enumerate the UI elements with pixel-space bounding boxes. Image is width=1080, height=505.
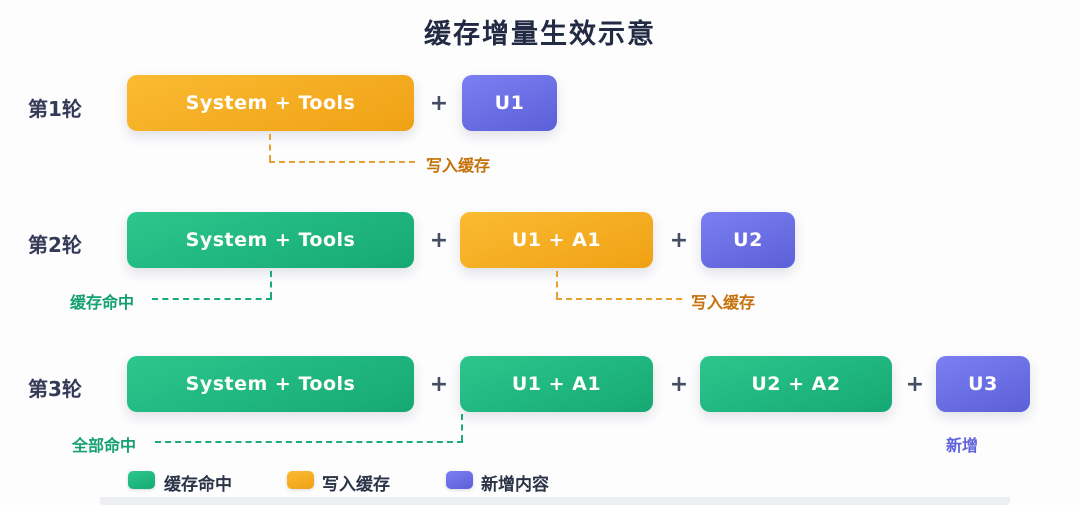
box-text: U3 [968,373,998,395]
row1-write-connector-vertical [269,134,271,161]
row2-write-cache-label: 写入缓存 [691,293,756,312]
row1-write-cache-label: 写入缓存 [426,156,491,175]
diagram-title: 缓存增量生效示意 [424,19,656,50]
row1-write-connector-horizontal [269,161,415,163]
row1-box-system-tools: System + Tools [127,75,414,131]
legend-swatch-cache-hit [128,471,155,489]
plus-sign: + [429,91,449,116]
plus-sign: + [429,228,449,253]
legend-swatch-new-content [446,471,473,489]
box-text: System + Tools [185,92,356,114]
box-text: System + Tools [185,373,356,395]
row3-hit-connector-horizontal [155,441,463,443]
row3-box-system-tools: System + Tools [127,356,414,412]
legend-swatch-cache-write [287,471,314,489]
row2-box-system-tools: System + Tools [127,212,414,268]
box-text: U2 [733,229,763,251]
row2-hit-connector-vertical [270,271,272,298]
row3-box-u3: U3 [936,356,1030,412]
row2-cache-hit-label: 缓存命中 [70,293,135,312]
bottom-edge-strip [100,497,1010,505]
row2-label: 第2轮 [28,233,82,257]
box-text: U1 + A1 [511,373,602,395]
box-text: U1 + A1 [511,229,602,251]
row1-label: 第1轮 [28,97,82,121]
row3-all-hit-label: 全部命中 [72,436,137,455]
legend-label-cache-hit: 缓存命中 [164,475,232,495]
row3-new-label: 新增 [946,436,979,455]
plus-sign: + [905,372,925,397]
box-text: U1 [494,92,525,114]
row2-write-connector-horizontal [556,298,682,300]
plus-sign: + [429,372,449,397]
plus-sign: + [669,228,689,253]
legend-label-cache-write: 写入缓存 [322,475,390,495]
plus-sign: + [669,372,689,397]
row2-hit-connector-horizontal [152,298,272,300]
row1-box-u1: U1 [462,75,557,131]
row2-box-u2: U2 [701,212,795,268]
row3-hit-connector-vertical [461,414,463,441]
legend-label-new-content: 新增内容 [481,475,549,495]
row2-write-connector-vertical [556,271,558,298]
row2-box-u1-a1: U1 + A1 [460,212,653,268]
row3-label: 第3轮 [28,377,82,401]
row3-box-u2-a2: U2 + A2 [700,356,892,412]
box-text: System + Tools [185,229,356,251]
box-text: U2 + A2 [751,373,841,395]
row3-box-u1-a1: U1 + A1 [460,356,653,412]
